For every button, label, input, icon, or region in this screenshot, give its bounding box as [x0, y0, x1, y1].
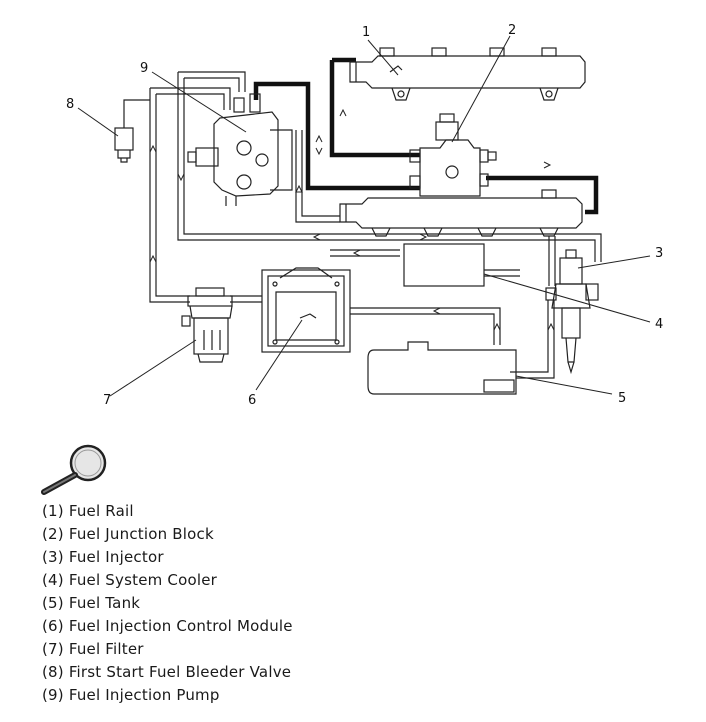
callout-1: 1	[362, 25, 370, 40]
legend-item-control-module: (6) Fuel Injection Control Module	[42, 617, 293, 635]
high-pressure-lines	[253, 57, 599, 215]
callout-2: 2	[508, 23, 516, 38]
leader-lines	[77, 35, 651, 397]
fuel-rail-lower	[339, 189, 583, 237]
legend-item-fuel-tank: (5) Fuel Tank	[42, 594, 141, 612]
callout-8: 8	[66, 97, 74, 112]
fuel-filter	[181, 287, 233, 363]
fuel-rail-upper	[349, 47, 586, 101]
fuel-system-cooler	[403, 243, 485, 287]
legend-item-fuel-filter: (7) Fuel Filter	[42, 640, 144, 658]
legend-item-fuel-system-cooler: (4) Fuel System Cooler	[42, 571, 217, 589]
control-module	[261, 267, 351, 353]
legend-item-fuel-rail: (1) Fuel Rail	[42, 502, 134, 520]
callout-7: 7	[103, 393, 111, 408]
fuel-tank	[367, 341, 517, 395]
legend-item-fuel-injection-pump: (9) Fuel Injection Pump	[42, 686, 220, 704]
fuel-injection-pump	[187, 93, 293, 206]
callout-9: 9	[140, 61, 148, 76]
legend-item-fuel-injector: (3) Fuel Injector	[42, 548, 164, 566]
callout-4: 4	[655, 317, 663, 332]
legend-item-bleeder-valve: (8) First Start Fuel Bleeder Valve	[42, 663, 292, 681]
component-legend: (1) Fuel Rail (2) Fuel Junction Block (3…	[42, 500, 293, 707]
fuel-injector	[545, 236, 599, 375]
return-and-supply-lines	[123, 71, 602, 379]
magnifier-icon	[41, 444, 107, 495]
callout-6: 6	[248, 393, 256, 408]
callout-5: 5	[618, 391, 626, 406]
legend-item-fuel-junction-block: (2) Fuel Junction Block	[42, 525, 214, 543]
flow-arrows	[149, 108, 555, 331]
bleeder-valve	[114, 127, 134, 163]
fuel-junction-block	[409, 113, 497, 197]
callout-3: 3	[655, 246, 663, 261]
